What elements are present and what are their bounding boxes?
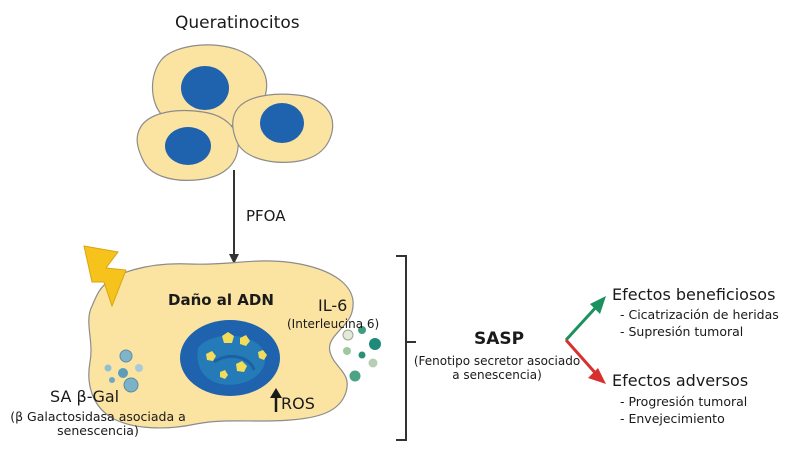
sa-gal-full-label: (β Galactosidasa asociada a senescencia) [10,409,186,439]
list-item: Cicatrización de heridas [620,306,778,323]
list-item: Progresión tumoral [620,393,747,410]
sa-gal-label: SA β-Gal [50,387,120,406]
adverse-effects-list: Progresión tumoral Envejecimiento [620,393,747,427]
dna-damage-label: Daño al ADN [168,291,274,309]
beneficial-arrow [564,296,606,342]
lightning-bolt-icon [83,245,127,308]
sasp-label: SASP [474,329,525,349]
list-item: Envejecimiento [620,410,747,427]
sa-beta-gal-vesicles [104,349,143,393]
il6-full-label: (Interleucina 6) [287,317,380,331]
keratinocyte-cells [136,44,334,181]
granule [206,351,216,361]
granule [258,350,267,360]
il6-vesicles [342,326,381,382]
granule [222,332,234,343]
granule [220,370,228,379]
senescent-nucleus [180,320,280,396]
nucleus [260,103,304,143]
granule [240,335,250,346]
ros-label: ROS [281,394,315,413]
sasp-bracket [396,255,416,441]
sasp-full-label: (Fenotipo secretor asociado a senescenci… [413,354,581,382]
treatment-label: PFOA [246,207,286,225]
il6-label: IL-6 [318,296,348,315]
nucleus [165,127,211,165]
granule [236,361,247,372]
adverse-arrow [564,339,606,384]
adverse-effects-title: Efectos adversos [612,371,749,390]
beneficial-effects-list: Cicatrización de heridas Supresión tumor… [620,306,779,340]
cells-title: Queratinocitos [175,13,300,33]
up-arrow-icon [270,388,282,412]
nucleus [181,66,229,110]
beneficial-effects-title: Efectos beneficiosos [612,285,776,304]
list-item: Supresión tumoral [620,323,779,340]
